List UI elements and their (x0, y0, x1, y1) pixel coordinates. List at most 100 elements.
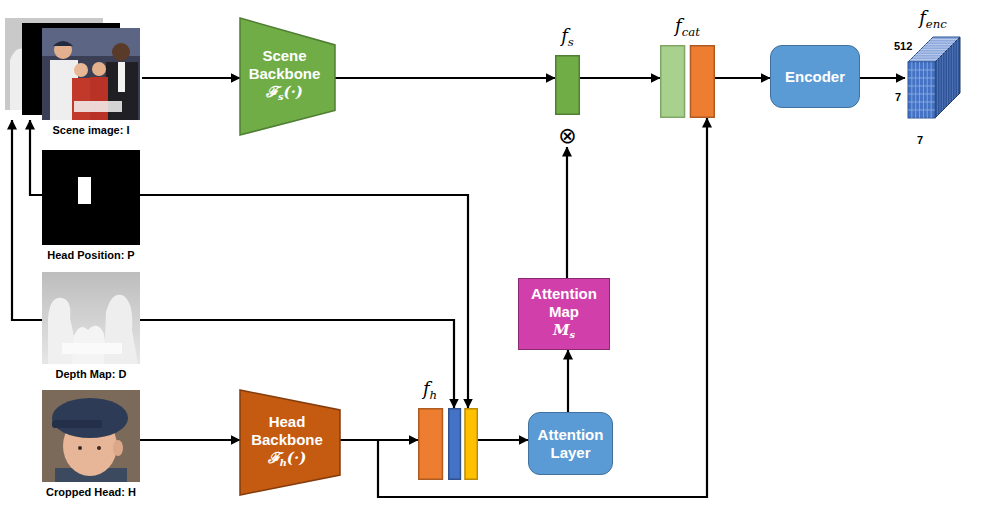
tensor-grid (908, 94, 935, 95)
arrow-connector (478, 439, 528, 441)
node-label: Attention Map (523, 285, 605, 321)
tensor-grid (908, 102, 935, 103)
math-subscript: cat (682, 24, 700, 38)
dimension-label: 512 (894, 40, 912, 53)
arrow-connector (12, 120, 42, 320)
tensor-grid (923, 62, 924, 118)
math-symbol: ℱ (266, 83, 278, 101)
trapezoid-shape (240, 390, 340, 495)
feature-tensor: fenc (905, 37, 961, 119)
operator-symbol: ⊗ (558, 125, 576, 147)
tensor-stripe (923, 47, 950, 48)
feature-vector: fs (555, 55, 580, 115)
feature-vector: fcat (660, 45, 715, 118)
feature-bar (556, 56, 580, 115)
math-subscript: s (570, 328, 576, 339)
dimension-label: 7 (895, 91, 901, 104)
math-symbol: ℱ (268, 449, 280, 467)
arrow-connector (340, 118, 707, 497)
process-box: Encoder (770, 45, 860, 108)
feature-bar (661, 46, 685, 118)
image-caption: Depth Map: D (56, 368, 127, 381)
tensor-stripe (928, 42, 955, 43)
math-symbol: M (553, 321, 570, 339)
node-label: Encoder (785, 68, 845, 86)
tensor-stripe (921, 49, 948, 50)
scene-photo (42, 28, 140, 120)
math-symbol: f (561, 25, 568, 46)
node-label: Scene Backbone (244, 47, 325, 83)
image-caption: Head Position: P (47, 249, 134, 262)
node-label: Attention Layer (533, 426, 608, 462)
feature-bar (449, 409, 461, 480)
arrow-connector (566, 147, 568, 278)
tensor-grid (908, 78, 935, 79)
math-subscript: s (568, 34, 574, 48)
tensor-stripe (918, 52, 945, 53)
tensor-stripe (926, 44, 953, 45)
arrow-connector (715, 77, 770, 79)
arrow-connector (140, 320, 454, 408)
tensor-block (905, 37, 961, 119)
backbone-trapezoid: Scene Backboneℱs(·) (240, 18, 335, 135)
tensor-stripe (945, 52, 946, 108)
input-image: Depth Map: D (42, 272, 140, 364)
arrow-connector (860, 77, 905, 79)
feature-bar (690, 46, 714, 118)
tensor-stripe (916, 54, 943, 55)
tensor-label: fh (423, 378, 437, 406)
tensor-stripe (937, 60, 938, 116)
tensor-stripe (950, 47, 951, 103)
input-image: Cropped Head: H (42, 390, 140, 482)
arrow-connector (580, 77, 660, 79)
cropped-head-photo (42, 390, 140, 482)
math-subscript: h (430, 387, 438, 401)
arrow-connector (142, 77, 240, 79)
tensor-grid (908, 110, 935, 111)
tensor-label: fenc (919, 7, 947, 35)
feature-bar (419, 409, 443, 480)
node-label: Ms (553, 321, 575, 344)
node-label: ℱh(·) (268, 449, 307, 472)
feature-vector: fh (418, 408, 478, 480)
image-caption: Cropped Head: H (46, 486, 136, 499)
feature-bar (465, 409, 477, 480)
arrow-connector (140, 195, 468, 408)
feature-bars (660, 45, 715, 118)
trapezoid-shape (240, 18, 335, 135)
process-box: Attention Layer (528, 412, 613, 475)
tensor-front (908, 62, 935, 118)
tensor-stripe (942, 55, 943, 111)
tensor-stripe (931, 39, 958, 40)
tensor-stripe (913, 57, 940, 58)
math-subscript: enc (926, 16, 947, 30)
tensor-stripe (947, 50, 948, 106)
tensor-grid (908, 70, 935, 71)
math-symbol: f (919, 7, 926, 28)
tensor-grid (915, 62, 916, 118)
tensor-stripe (940, 57, 941, 113)
tensor-grid (911, 62, 912, 118)
tensor-grid (919, 62, 920, 118)
tensor-label: fs (561, 25, 574, 53)
input-image: Scene image: I (5, 18, 142, 120)
math-suffix: (·) (287, 449, 306, 467)
depth-map-image (42, 272, 140, 364)
math-subscript: h (280, 457, 287, 468)
tensor-stripe (957, 40, 958, 96)
arrow-connector (30, 120, 42, 195)
math-subscript: s (278, 91, 284, 102)
tensor-stripe (952, 45, 953, 101)
arrow-connector (567, 350, 569, 412)
multiply-symbol: ⊗ (557, 125, 578, 147)
math-suffix: (·) (284, 83, 303, 101)
tensor-label: fcat (675, 15, 700, 43)
feature-bars (418, 408, 478, 480)
tensor-grid (927, 62, 928, 118)
input-image: Head Position: P (42, 150, 140, 245)
head-position-image (42, 150, 140, 245)
math-symbol: f (675, 15, 682, 36)
node-label: ℱs(·) (266, 83, 303, 106)
process-box: Attention MapMs (518, 278, 610, 350)
